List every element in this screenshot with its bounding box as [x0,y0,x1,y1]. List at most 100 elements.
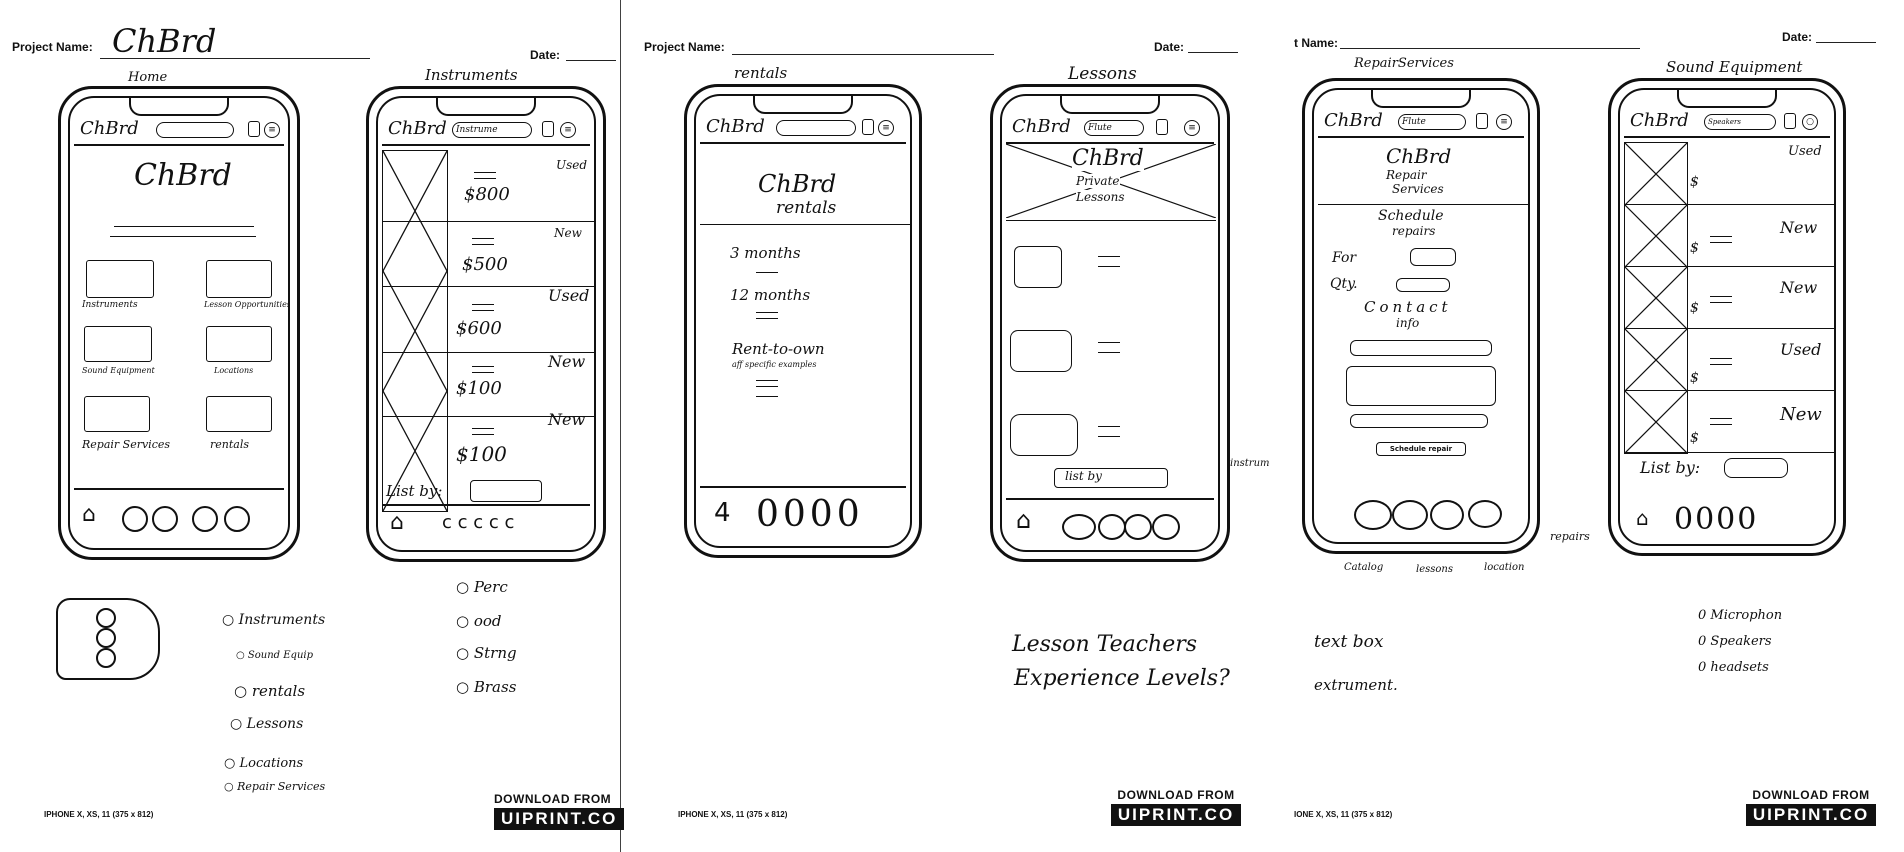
option-item[interactable]: ○ Perc [456,578,508,596]
product-image-placeholder [1624,142,1688,454]
product-price: $800 [464,184,510,205]
nav-circle-icon[interactable] [1152,514,1180,540]
list-by-select[interactable] [470,480,542,502]
bottom-nav: 4 0000 [700,486,906,542]
nav-circle-icon[interactable] [1392,500,1428,530]
tile-label: Instruments [82,300,138,310]
nav-arc-icon[interactable]: c c c c c [442,512,515,533]
home-icon[interactable]: ⌂ [1016,506,1032,534]
account-icon[interactable]: ○ [1802,114,1818,130]
bag-icon[interactable] [862,119,874,135]
nav-circle-icon[interactable] [122,506,148,532]
lesson-card-image[interactable] [1014,246,1062,288]
search-input[interactable] [156,122,234,138]
nav-circle-icon[interactable] [224,506,250,532]
nav-circle-icon[interactable] [1468,500,1502,528]
search-input[interactable]: Speakers [1704,114,1776,130]
bottom-nav [1318,490,1524,538]
menu-icon[interactable]: ≡ [264,122,280,138]
dot-icon [96,628,116,648]
bag-icon[interactable] [1476,113,1488,129]
for-input[interactable] [1410,248,1456,266]
sheet-3: t Name: Date: RepairServices Sound Equip… [1270,0,1904,852]
screen-title-sound: Sound Equipment [1666,58,1803,76]
contact-input[interactable] [1350,340,1492,356]
nav-label: lessons [1416,564,1453,575]
phone-lessons: ChBrd Flute ≡ ChBrd Private Lessons list… [990,84,1230,562]
tile-repair-services[interactable] [84,396,150,432]
nav-circle-icon[interactable] [1124,514,1152,540]
schedule-repair-button[interactable]: Schedule repair [1376,442,1466,456]
menu-item[interactable]: ○ Lessons [230,716,304,732]
search-input[interactable]: Flute [1398,114,1466,130]
tile-instruments[interactable] [86,260,154,298]
hero-subtitle: Services [1392,182,1444,196]
option-item[interactable]: 0 Microphon [1698,608,1783,623]
option-item[interactable]: ○ Brass [456,678,517,696]
menu-icon[interactable]: ≡ [878,120,894,136]
menu-item[interactable]: ○ Repair Services [224,780,326,793]
product-price: $100 [456,442,507,466]
nav-circle-icons[interactable]: 0000 [1674,502,1759,537]
tile-locations[interactable] [206,326,272,362]
menu-item[interactable]: ○ Sound Equip [236,650,313,661]
phone-instruments: ChBrd Instrume ≡ Used $800 New $500 Used… [366,86,606,562]
product-price: $ [1690,174,1699,190]
home-icon[interactable]: ⌂ [390,510,404,535]
home-icon[interactable]: 4 [714,498,731,528]
nav-circle-icon[interactable] [1430,500,1464,530]
list-by-label: list by [1065,469,1102,483]
product-tag: New [1780,278,1818,297]
search-input[interactable]: Instrume [452,122,532,138]
bag-icon[interactable] [1784,113,1796,129]
repair-note: text box [1314,632,1384,652]
lesson-card-image[interactable] [1010,414,1078,456]
search-input[interactable]: Flute [1084,120,1144,136]
contact-input[interactable] [1350,414,1488,428]
bag-icon[interactable] [542,121,554,137]
screen-title-lessons: Lessons [1068,64,1137,84]
home-icon[interactable]: ⌂ [82,502,96,527]
menu-item[interactable]: ○ Locations [224,756,304,771]
screen-title-repair: RepairServices [1354,56,1454,71]
screen-title-rentals: rentals [734,64,788,82]
menu-icon[interactable]: ≡ [560,122,576,138]
nav-circle-icon[interactable] [152,506,178,532]
project-name-value: ChBrd [112,22,217,60]
nav-circle-icons[interactable]: 0000 [756,494,864,535]
list-by-select[interactable] [1724,458,1788,478]
screen-title-instruments: Instruments [425,66,518,84]
nav-circle-icon[interactable] [1098,514,1126,540]
contact-heading: info [1396,316,1420,330]
option-item[interactable]: ○ Strng [456,644,517,662]
menu-icon[interactable]: ≡ [1184,120,1200,136]
option-item[interactable]: ○ ood [456,612,502,630]
bag-icon[interactable] [248,121,260,137]
tile-label: Sound Equipment [82,366,155,375]
bag-icon[interactable] [1156,119,1168,135]
tile-label: rentals [210,438,249,451]
qty-input[interactable] [1396,278,1450,292]
device-label: IPHONE X, XS, 11 (375 x 812) [678,810,788,819]
menu-item[interactable]: ○ rentals [234,682,306,700]
menu-icon[interactable]: ≡ [1496,114,1512,130]
menu-item[interactable]: ○ Instruments [222,612,326,628]
search-input[interactable] [776,120,856,136]
nav-circle-icon[interactable] [1354,500,1392,530]
home-icon[interactable]: ⌂ [1636,506,1649,530]
bottom-nav: ⌂ 0000 [1624,502,1830,540]
option-item[interactable]: 0 headsets [1698,660,1769,675]
option-item[interactable]: 0 Speakers [1698,634,1772,649]
contact-textarea[interactable] [1346,366,1496,406]
dot-icon [96,648,116,668]
nav-circle-icon[interactable] [1062,514,1096,540]
tile-sound-equipment[interactable] [84,326,152,362]
tile-lesson-opportunities[interactable] [206,260,272,298]
tile-rentals[interactable] [206,396,272,432]
product-price: $ [1690,300,1699,316]
list-by-select[interactable]: list by [1054,468,1168,488]
lesson-card-image[interactable] [1010,330,1072,372]
nav-circle-icon[interactable] [192,506,218,532]
list-by-label: List by: [386,482,443,500]
phone-sound: ChBrd Speakers ○ Used $ New $ New $ Used… [1608,78,1846,556]
